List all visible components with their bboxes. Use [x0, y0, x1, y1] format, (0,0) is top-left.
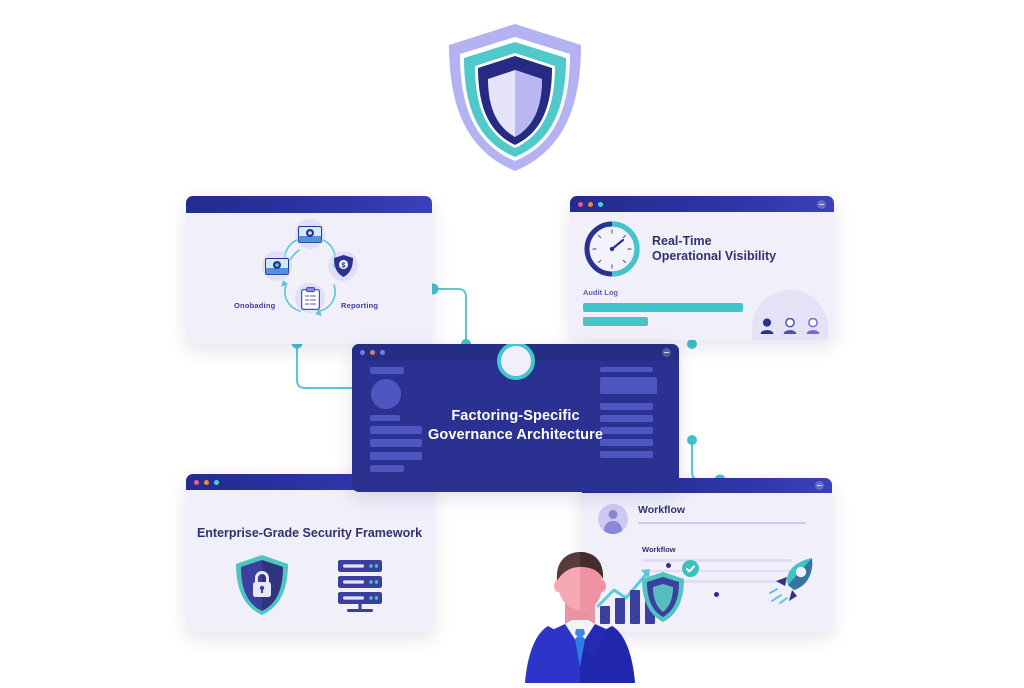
skeleton-avatar [371, 379, 401, 409]
window-dot-minimize[interactable] [588, 201, 593, 207]
security-card-title: Enterprise-Grade Security Framework [196, 526, 423, 540]
skeleton-bar [370, 367, 404, 374]
shield-icon [440, 20, 590, 175]
workflow-header: Workflow [582, 493, 832, 534]
svg-text:$: $ [341, 263, 345, 270]
skeleton-bar [600, 403, 653, 410]
menu-icon[interactable] [815, 481, 824, 490]
window-dot-minimize[interactable] [370, 350, 375, 355]
menu-icon[interactable] [817, 199, 826, 209]
menu-icon[interactable] [662, 348, 671, 357]
realtime-title: Real-Time Operational Visibility [652, 234, 776, 265]
user-group [760, 318, 820, 334]
workflow-track [642, 569, 792, 572]
realtime-header: Real-Time Operational Visibility [570, 212, 834, 278]
cycle-diagram: $ [186, 213, 432, 344]
shield-lock-icon [236, 555, 289, 615]
window-dots [360, 350, 385, 355]
realtime-title-line1: Real-Time [652, 233, 712, 248]
workflow-track [642, 559, 792, 562]
banknote-icon [262, 251, 292, 281]
window-dot-maximize[interactable] [598, 201, 603, 207]
center-title-line1: Factoring-Specific [451, 408, 580, 424]
rocket-icon [768, 555, 822, 610]
skeleton-bar [370, 415, 400, 421]
card-titlebar [570, 196, 834, 212]
cycle-label-onboarding: Onobading [234, 301, 276, 310]
audit-log-section: Audit Log [570, 278, 834, 340]
skeleton-bar [370, 452, 422, 460]
cycle-label-reporting: Reporting [341, 301, 379, 310]
skeleton-bar [370, 465, 404, 472]
window-dot-minimize[interactable] [204, 479, 209, 485]
center-card-title: Factoring-Specific Governance Architectu… [352, 407, 679, 446]
gauge-clock-icon [584, 221, 640, 277]
skeleton-bar [600, 415, 653, 422]
skeleton-bar [600, 367, 653, 372]
user-icon [783, 318, 797, 334]
security-framework-card[interactable]: Enterprise-Grade Security Framework [186, 474, 433, 632]
audit-log-bar [583, 317, 648, 326]
audit-log-label: Audit Log [583, 288, 618, 297]
user-icon [806, 318, 820, 334]
window-dots [194, 479, 219, 485]
skeleton-bar [600, 439, 653, 446]
divider [638, 522, 806, 524]
user-icon [760, 318, 774, 334]
skeleton-bar [370, 439, 422, 447]
left-skeleton-column [370, 367, 422, 477]
right-skeleton-column [600, 367, 660, 463]
user-avatar-icon [598, 504, 628, 534]
workflow-knob[interactable] [666, 563, 671, 568]
governance-architecture-card[interactable]: Factoring-Specific Governance Architectu… [352, 344, 679, 492]
businessman-illustration [510, 548, 650, 683]
skeleton-bar [600, 451, 653, 458]
workflow-knob[interactable] [714, 592, 719, 597]
skeleton-block [600, 377, 657, 394]
accent-ring-icon [496, 344, 535, 380]
clipboard-icon [295, 283, 325, 313]
workflow-card[interactable]: Workflow Workflow [582, 478, 832, 632]
window-dot-close[interactable] [360, 350, 365, 355]
workflow-track [642, 580, 792, 583]
center-title-line2: Governance Architecture [427, 427, 604, 444]
skeleton-bar [370, 426, 422, 434]
shield-icon [640, 571, 686, 628]
security-icons [186, 540, 433, 616]
check-circle-icon [682, 560, 699, 577]
real-time-visibility-card[interactable]: Real-Time Operational Visibility Audit L… [570, 196, 834, 340]
workflow-body: Workflow [582, 534, 832, 597]
window-dot-maximize[interactable] [214, 479, 219, 485]
server-rack-icon [337, 559, 382, 612]
card-titlebar [186, 196, 432, 213]
window-dot-close[interactable] [578, 201, 583, 207]
banknote-icon [295, 219, 325, 249]
center-card-body: Factoring-Specific Governance Architectu… [352, 344, 679, 492]
realtime-title-line2: Operational Visibility [652, 249, 777, 263]
window-dot-maximize[interactable] [380, 350, 385, 355]
onboarding-cycle-card[interactable]: $ [186, 196, 432, 344]
workflow-section-label: Workflow [642, 545, 676, 554]
skeleton-bar [600, 427, 653, 434]
workflow-header-label: Workflow [638, 504, 686, 516]
window-dots [578, 201, 603, 207]
window-dot-close[interactable] [194, 479, 199, 485]
shield-dollar-icon: $ [328, 251, 358, 281]
audit-log-bar [583, 303, 743, 312]
